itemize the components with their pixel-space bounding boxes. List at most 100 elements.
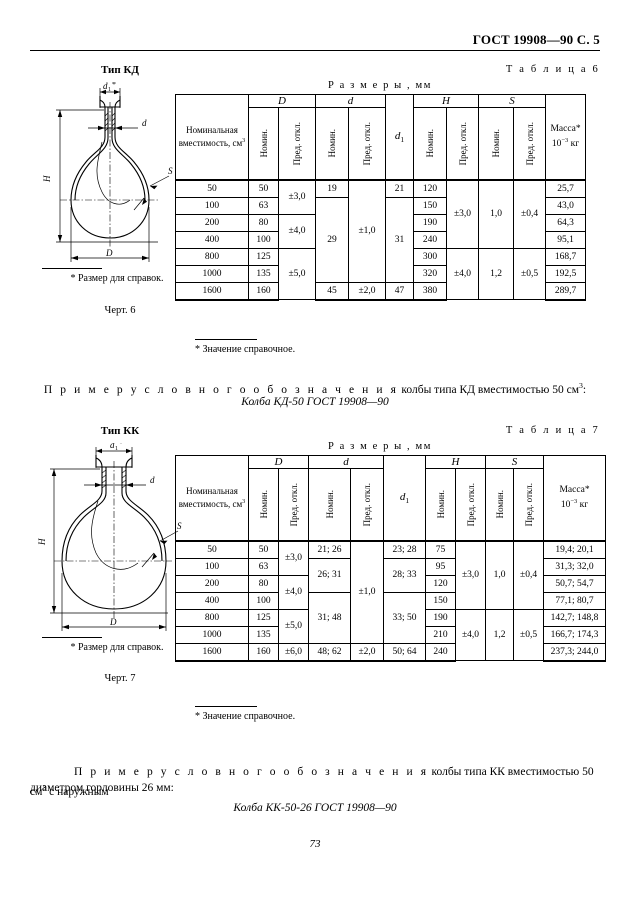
- cell-capacity: 200: [175, 213, 249, 232]
- cell-mass: 50,7; 54,7: [543, 574, 607, 593]
- cell-D-nom: 100: [248, 591, 279, 610]
- table-row: 800 125 ±5,0 190 ±4,0 1,2 ±0,5 142,7; 14…: [175, 608, 607, 661]
- svg-text:*: *: [112, 82, 116, 89]
- cell-capacity: 50: [175, 539, 249, 559]
- cell-H-nom: 95: [425, 557, 457, 576]
- cell-capacity: 100: [175, 196, 249, 215]
- cell-H-nom: 75: [425, 539, 457, 559]
- table-dimensions-kk: Номинальная вместимость, см3 D d d1 H S …: [175, 455, 607, 662]
- svg-text:d: d: [150, 475, 155, 485]
- header-group-d: d: [308, 455, 385, 469]
- type-title-kd: Тип КД: [100, 64, 140, 76]
- header-group-H: H: [425, 455, 487, 469]
- header-group-d1: d1: [383, 455, 427, 541]
- header-group-d: d: [315, 94, 387, 108]
- cell-mass: 142,7; 148,8: [543, 608, 607, 627]
- cell-capacity: 200: [175, 574, 249, 593]
- header-d-nominal: Номин.: [308, 468, 352, 541]
- svg-text:d: d: [103, 82, 108, 91]
- page-number: 73: [309, 838, 321, 850]
- cell-D-nom: 80: [248, 213, 279, 232]
- example-tail-kd: :: [582, 383, 587, 396]
- cell-d-nom: 29: [315, 196, 350, 283]
- figure-note-kk: * Размер для справок.: [70, 642, 164, 653]
- header-S-deviation: Пред. откл.: [513, 107, 547, 180]
- svg-text:*: *: [119, 443, 123, 448]
- header-rule: [30, 50, 600, 51]
- units-caption-7: Р а з м е р ы , мм: [328, 441, 432, 452]
- cell-D-nom: 50: [248, 178, 279, 198]
- table-row: 50 50 ±3,0 19 ±1,0 21 120 ±3,0 1,0 ±0,4 …: [175, 178, 587, 283]
- cell-S-dev: ±0,4: [513, 178, 547, 249]
- example-rest-kk: колбы типа КК вместимостью 50 см: [30, 766, 594, 798]
- table-header-row-subs: Номин. Пред. откл. Номин. Пред. откл. Но…: [176, 107, 586, 180]
- cell-d-nom: 26; 31: [308, 557, 352, 593]
- cell-H-dev: ±4,0: [455, 608, 487, 661]
- table-header-row-subs: Номин. Пред. откл. Номин. Пред. откл. Но…: [176, 468, 606, 541]
- example-rest-kd: колбы типа КД вместимостью 50 см: [401, 383, 579, 396]
- cell-H-nom: 300: [413, 247, 448, 266]
- cell-capacity: 1600: [175, 281, 249, 301]
- svg-text:1: 1: [108, 87, 111, 93]
- svg-text:1: 1: [115, 446, 118, 452]
- figure-flask-kk: d 1 * d H D S: [38, 443, 182, 631]
- svg-text:S: S: [168, 166, 173, 176]
- svg-text:D: D: [105, 248, 113, 258]
- table-footnote-7: * Значение справочное.: [195, 711, 296, 722]
- cell-mass: 77,1; 80,7: [543, 591, 607, 610]
- cell-D-nom: 63: [248, 196, 279, 215]
- cell-mass: 95,1: [545, 230, 587, 249]
- cell-D-dev: ±6,0: [277, 642, 310, 662]
- cell-d-nom: 45: [315, 281, 350, 301]
- table-row: 200 80 ±4,0 190 64,3: [175, 213, 587, 249]
- table-row: 100 63 29 31 150 43,0: [175, 196, 587, 283]
- designation-kk: Колба КК-50-26 ГОСТ 19908—90: [233, 802, 397, 814]
- header-H-deviation: Пред. откл.: [455, 468, 487, 541]
- cell-d1: 47: [385, 281, 415, 301]
- cell-d1: 33; 50: [383, 591, 427, 644]
- table-footnote-6: * Значение справочное.: [195, 344, 296, 355]
- figure-note-kd: * Размер для справок.: [70, 273, 164, 284]
- example-tail-kk: с наружным: [46, 785, 109, 798]
- example-sup-kk: 3: [42, 783, 47, 792]
- header-group-S: S: [478, 94, 547, 108]
- cell-S-dev: ±0,4: [513, 539, 545, 610]
- table-header-row-groups: Номинальная вместимость, см3 D d d1 H S …: [175, 455, 607, 541]
- cell-d-nom: 19: [315, 178, 350, 198]
- cell-H-nom: 240: [425, 642, 457, 662]
- cell-mass: 168,7: [545, 247, 587, 266]
- table-label-7: Т а б л и ц а 7: [505, 425, 600, 436]
- type-title-kk: Тип КК: [100, 425, 140, 437]
- cell-H-dev: ±3,0: [446, 178, 480, 249]
- cell-D-nom: 160: [248, 642, 279, 662]
- cell-S-nom: 1,0: [478, 178, 515, 249]
- cell-mass: 192,5: [545, 264, 587, 283]
- example-line2-kk: диаметром горловины 26 мм:: [30, 782, 174, 794]
- cell-D-dev: ±5,0: [277, 247, 317, 300]
- cell-H-nom: 210: [425, 625, 457, 644]
- cell-d-dev: ±2,0: [350, 642, 385, 662]
- cell-d-dev: ±2,0: [348, 281, 387, 301]
- cell-D-nom: 135: [248, 264, 279, 283]
- table-row: 50 50 ±3,0 21; 26 ±1,0 23; 28 75 ±3,0 1,…: [175, 539, 607, 644]
- cell-D-nom: 63: [248, 557, 279, 576]
- cell-D-dev: ±3,0: [277, 539, 310, 576]
- cell-D-nom: 160: [248, 281, 279, 301]
- header-H-deviation: Пред. откл.: [446, 107, 480, 180]
- svg-text:d: d: [110, 443, 115, 450]
- header-d-nominal: Номин.: [315, 107, 350, 180]
- header-group-D: D: [247, 455, 310, 469]
- header-group-d1: d1: [385, 94, 415, 180]
- cell-H-nom: 150: [425, 591, 457, 610]
- cell-mass: 19,4; 20,1: [543, 539, 607, 559]
- cell-D-dev: ±5,0: [277, 608, 310, 644]
- cell-capacity: 400: [175, 591, 249, 610]
- header-S-nominal: Номин.: [478, 107, 515, 180]
- example-text-kd: П р и м е р у с л о в н о г о о б о з н …: [30, 378, 600, 398]
- cell-capacity: 800: [175, 247, 249, 266]
- header-H-nominal: Номин.: [413, 107, 448, 180]
- cell-capacity: 1000: [175, 625, 249, 644]
- cell-D-nom: 135: [248, 625, 279, 644]
- example-prefix-kd: П р и м е р у с л о в н о г о о б о з н …: [43, 383, 399, 396]
